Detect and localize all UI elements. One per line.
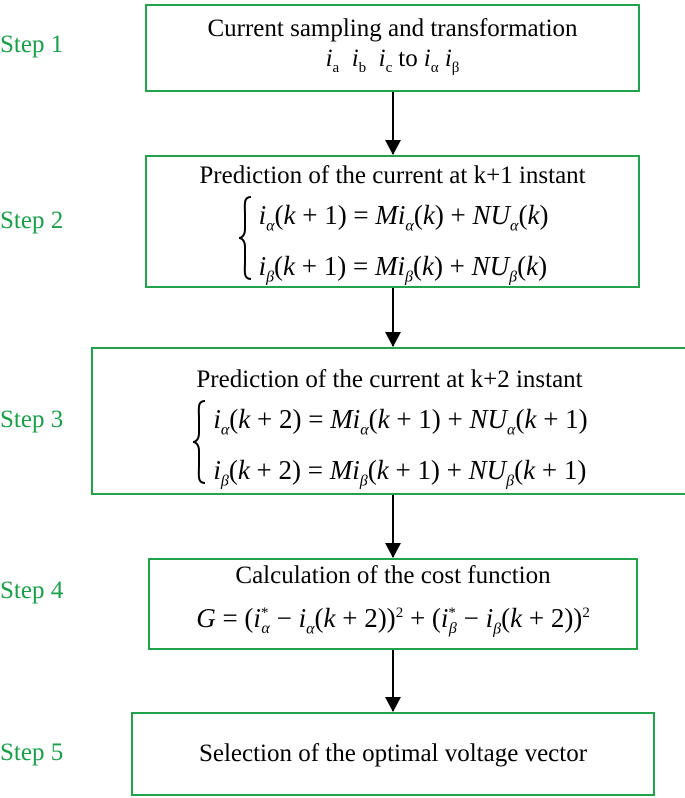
box-step-4: Calculation of the cost function G = (i*… [148, 558, 638, 650]
arrow-head-4-5 [385, 697, 401, 712]
box-1-connector: to [398, 44, 418, 72]
box-2-title: Prediction of the current at k+1 instant [199, 162, 586, 189]
equation-alpha-k1: iα(k + 1) = Miα(k) + NUα(k) [258, 200, 549, 235]
step-3-label: Step 3 [0, 406, 64, 433]
equation-beta-k2: iβ(k + 2) = Miβ(k + 1) + NUβ(k + 1) [213, 455, 587, 490]
equation-beta-k1: iβ(k + 1) = Miβ(k) + NUβ(k) [258, 251, 548, 286]
box-step-3: Prediction of the current at k+2 instant… [91, 347, 685, 495]
box-4-title: Calculation of the cost function [235, 561, 551, 589]
box-step-5: Selection of the optimal voltage vector [131, 712, 655, 796]
box-3-equations: iα(k + 2) = Miα(k + 1) + NUα(k + 1) iβ(k… [191, 399, 588, 502]
box-step-1: Current sampling and transformation ia i… [145, 4, 640, 92]
left-brace-icon [238, 196, 251, 280]
cost-function-equation: G = (i*α − iα(k + 2))2 + (i*β − iβ(k + 2… [196, 602, 590, 638]
step-4-label: Step 4 [0, 577, 64, 604]
box-1-title: Current sampling and transformation [207, 14, 578, 42]
equation-alpha-k2: iα(k + 2) = Miα(k + 1) + NUα(k + 1) [213, 404, 588, 439]
arrow-head-1-2 [385, 140, 401, 155]
arrow-head-3-4 [385, 543, 401, 558]
box-3-title: Prediction of the current at k+2 instant [196, 366, 583, 393]
arrow-head-2-3 [385, 332, 401, 347]
box-2-equations: iα(k + 1) = Miα(k) + NUα(k) iβ(k + 1) = … [237, 195, 549, 298]
box-5-title: Selection of the optimal voltage vector [198, 740, 588, 767]
box-step-2: Prediction of the current at k+1 instant… [145, 155, 640, 288]
step-1-label: Step 1 [0, 31, 64, 58]
left-brace-icon [193, 400, 206, 484]
step-2-label: Step 2 [0, 207, 64, 234]
step-5-label: Step 5 [0, 739, 64, 766]
